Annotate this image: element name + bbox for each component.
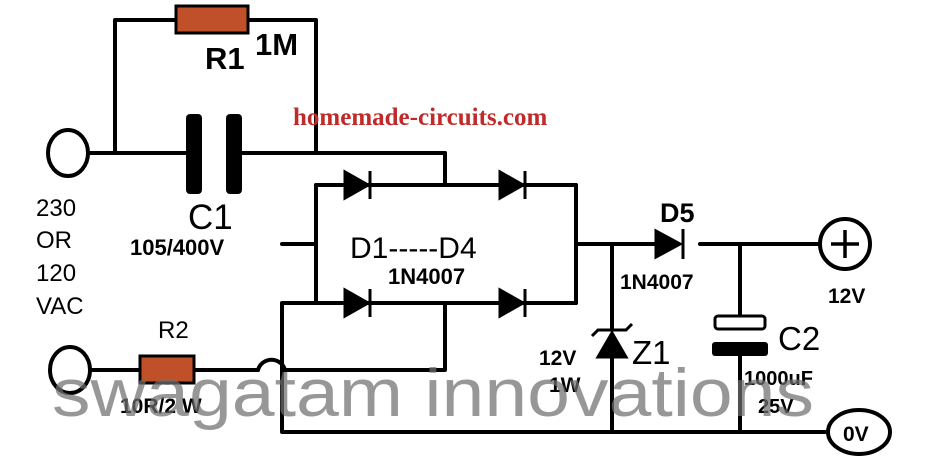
overlay-watermark: swagatam innovations <box>52 355 814 431</box>
label-c2-value2: 25V <box>758 396 794 418</box>
label-z1-voltage: 12V <box>539 347 576 370</box>
label-r1: R1 <box>205 41 245 76</box>
diode-d5-icon <box>654 228 685 260</box>
output-terminal-ground <box>826 408 892 456</box>
capacitor-c1 <box>186 114 242 194</box>
label-bridge-value: 1N4007 <box>388 264 465 289</box>
label-bridge: D1-----D4 <box>350 232 477 265</box>
label-r1-value: 1M <box>255 27 298 62</box>
label-z1-power: 1W <box>549 374 581 397</box>
label-input-line4: VAC <box>36 293 84 320</box>
label-c2: C2 <box>778 320 820 357</box>
label-input-line2: OR <box>36 227 72 254</box>
diode-d1-icon <box>343 169 372 201</box>
label-r2: R2 <box>158 317 189 344</box>
label-output-0v: 0V <box>843 423 869 446</box>
input-terminal-top <box>46 128 90 178</box>
resistor-r2 <box>138 354 196 385</box>
zener-z1-icon <box>590 322 634 359</box>
label-r2-value: 10R/2 W <box>120 395 202 418</box>
diode-d3-icon <box>343 287 372 319</box>
label-d5-value: 1N4007 <box>620 271 694 294</box>
bridge-diodes <box>343 169 527 319</box>
label-output-12v: 12V <box>828 285 865 308</box>
label-c1: C1 <box>188 198 233 237</box>
label-input-line3: 120 <box>36 260 76 287</box>
input-terminal-bottom <box>48 345 92 395</box>
resistor-r1 <box>174 4 250 35</box>
label-z1: Z1 <box>632 334 671 371</box>
plus-symbol-icon <box>831 230 859 258</box>
diode-d4-icon <box>498 287 527 319</box>
label-c1-value: 105/400V <box>130 235 225 260</box>
website-watermark: homemade-circuits.com <box>293 104 548 131</box>
capacitor-c2 <box>712 314 768 356</box>
label-input-line1: 230 <box>36 195 76 222</box>
label-d5: D5 <box>660 198 695 228</box>
label-c2-value1: 1000uF <box>744 368 813 390</box>
diode-d2-icon <box>498 169 527 201</box>
